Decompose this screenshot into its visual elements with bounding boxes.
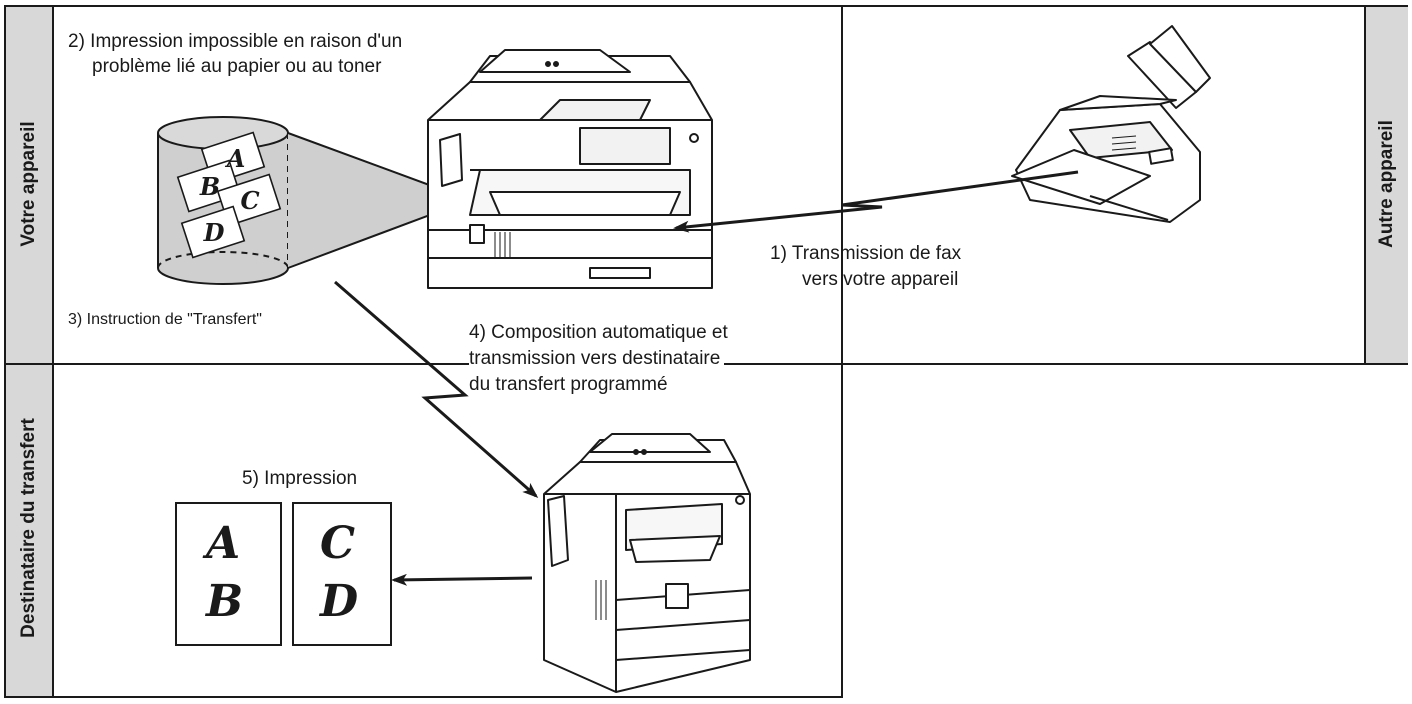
- memory-letter-b: B: [199, 172, 220, 201]
- fax-transmission-line: [673, 170, 1079, 233]
- memory-letter-a: A: [225, 144, 246, 173]
- step-1-line-2: vers votre appareil: [802, 269, 959, 290]
- step-4-line-3: du transfert programmé: [469, 374, 668, 395]
- zone-panel-destinataire: Destinataire du transfert: [6, 365, 54, 696]
- zone-label-destinataire: Destinataire du transfert: [18, 418, 39, 638]
- step-2-line-1: 2) Impression impossible en raison d'un: [68, 31, 403, 52]
- printed-letter-a: A: [206, 518, 241, 569]
- zone-panel-votre: Votre appareil: [6, 7, 54, 363]
- printed-letter-d: D: [320, 576, 359, 627]
- forward-transmission-line: [334, 280, 539, 498]
- step-2-line-2: problème lié au papier ou au toner: [92, 56, 382, 77]
- printed-page-left: [175, 502, 282, 646]
- memory-letter-d: D: [203, 218, 225, 247]
- printed-letter-c: C: [320, 518, 356, 569]
- stored-page-letters: A B C D: [199, 144, 260, 247]
- zone-panel-autre: Autre appareil: [1364, 7, 1408, 363]
- printed-pages: [175, 502, 392, 646]
- printed-letter-b: B: [206, 576, 244, 627]
- print-output-arrow: [391, 573, 533, 586]
- fax-machine-illustration: [1011, 25, 1211, 223]
- copier-destination-illustration: [543, 433, 751, 693]
- step-1-line-1: 1) Transmission de fax: [770, 243, 962, 264]
- step-5-label: 5) Impression: [242, 468, 358, 489]
- memory-letter-c: C: [240, 186, 259, 215]
- zone-label-autre: Autre appareil: [1376, 120, 1397, 248]
- stored-pages: [176, 131, 282, 259]
- copier-main-illustration: [427, 49, 713, 289]
- bottom-zone-frame: [4, 363, 843, 698]
- printed-page-right: [292, 502, 392, 646]
- step-4-line-1: 4) Composition automatique et: [469, 322, 728, 343]
- step-3-label: 3) Instruction de "Transfert": [68, 311, 262, 328]
- memory-cylinder: [157, 116, 471, 285]
- zone-label-votre: Votre appareil: [18, 121, 39, 247]
- step-4-line-2: transmission vers destinataire: [469, 347, 725, 371]
